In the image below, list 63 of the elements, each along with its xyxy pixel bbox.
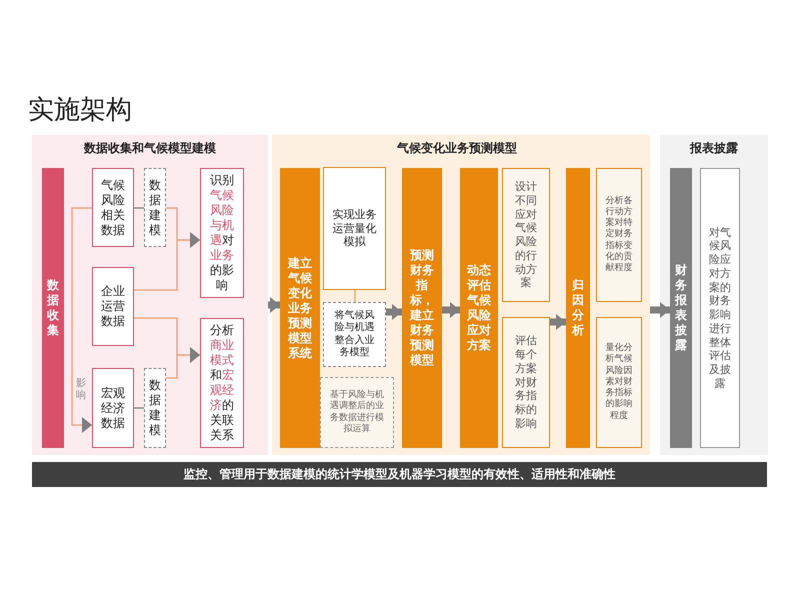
box-text: 企业运营数据 [101, 284, 125, 329]
modeling-box [144, 368, 166, 448]
edge-label: 影响 [76, 378, 86, 402]
modeling-box [144, 168, 166, 247]
result-box [200, 168, 244, 298]
process-box [596, 168, 642, 302]
panel-heading: 报表披露 [690, 141, 738, 156]
box-text: 评估每个方案对财务指标的影响 [515, 334, 537, 431]
box-text: 监控、管理用于数据建模的统计学模型及机器学习模型的有效性、适用性和准确性 [184, 467, 616, 482]
box-text: 建立气候变化业务预测模型系统 [288, 256, 312, 360]
stage-bar [280, 168, 320, 448]
footer-band [32, 462, 767, 487]
box-text: 数据建模 [149, 178, 161, 238]
panel [32, 135, 268, 455]
box-text: 预测财务指标，建立财务预测模型 [410, 248, 434, 368]
process-box [700, 168, 740, 448]
panel-heading: 气候变化业务预测模型 [397, 141, 517, 156]
process-box [596, 317, 642, 448]
box-text: 动态评估气候风险应对方案 [467, 263, 491, 353]
process-box [502, 317, 550, 448]
box-text: 设计不同应对气候风险的行动方案 [515, 180, 537, 290]
process-box [323, 167, 386, 290]
process-box [323, 302, 386, 367]
box-text: 宏观经济数据 [101, 386, 125, 430]
box-text: 基于风险与机遇调整后的业务数据进行模拟运算 [330, 390, 384, 435]
panel-heading: 数据收集和气候模型建模 [84, 141, 216, 156]
panel [272, 135, 650, 455]
panel [660, 135, 768, 455]
stage-bar [402, 168, 442, 448]
stage-bar [566, 168, 590, 448]
block-arrow [442, 302, 460, 318]
box-text: 对气候风险应对方案的财务影响进行整体评估及披露 [709, 226, 731, 390]
box-text: 数据收集 [47, 278, 59, 338]
block-arrow [550, 314, 566, 330]
box-text: 实现业务运营量化模拟 [332, 208, 376, 250]
data-box [92, 168, 134, 247]
box-text: 识别气候风险与机遇对业务的影响 [210, 173, 234, 293]
connector [134, 207, 144, 209]
box-text: 财务报表披露 [675, 263, 687, 353]
box-text: 分析商业模式和宏观经济的关联关系 [210, 323, 234, 443]
box-text: 将气候风险与机遇整合入业务模型 [334, 310, 374, 360]
box-text: 分析各行动方案对特定财务指标变化的贡献程度 [606, 196, 632, 274]
connector [354, 290, 356, 302]
box-text: 量化分析气候风险因素对财务指标的影响程度 [606, 343, 632, 422]
connector [134, 407, 144, 409]
page-title: 实施架构 [28, 94, 132, 127]
data-box [92, 267, 134, 346]
block-arrow [386, 304, 402, 320]
stage-bar [670, 168, 692, 448]
box-text: 气候风险相关数据 [101, 178, 125, 238]
connector [134, 232, 200, 291]
block-arrow [650, 302, 670, 318]
stage-bar [42, 168, 64, 448]
block-arrow [268, 297, 280, 313]
stage-bar [460, 168, 498, 448]
data-box [92, 368, 134, 448]
box-text: 归因分析 [572, 278, 584, 338]
process-box [320, 377, 394, 448]
process-box [502, 168, 550, 302]
connector [166, 347, 200, 379]
box-text: 数据建模 [149, 378, 161, 438]
connector [71, 207, 92, 433]
result-box [200, 318, 244, 448]
